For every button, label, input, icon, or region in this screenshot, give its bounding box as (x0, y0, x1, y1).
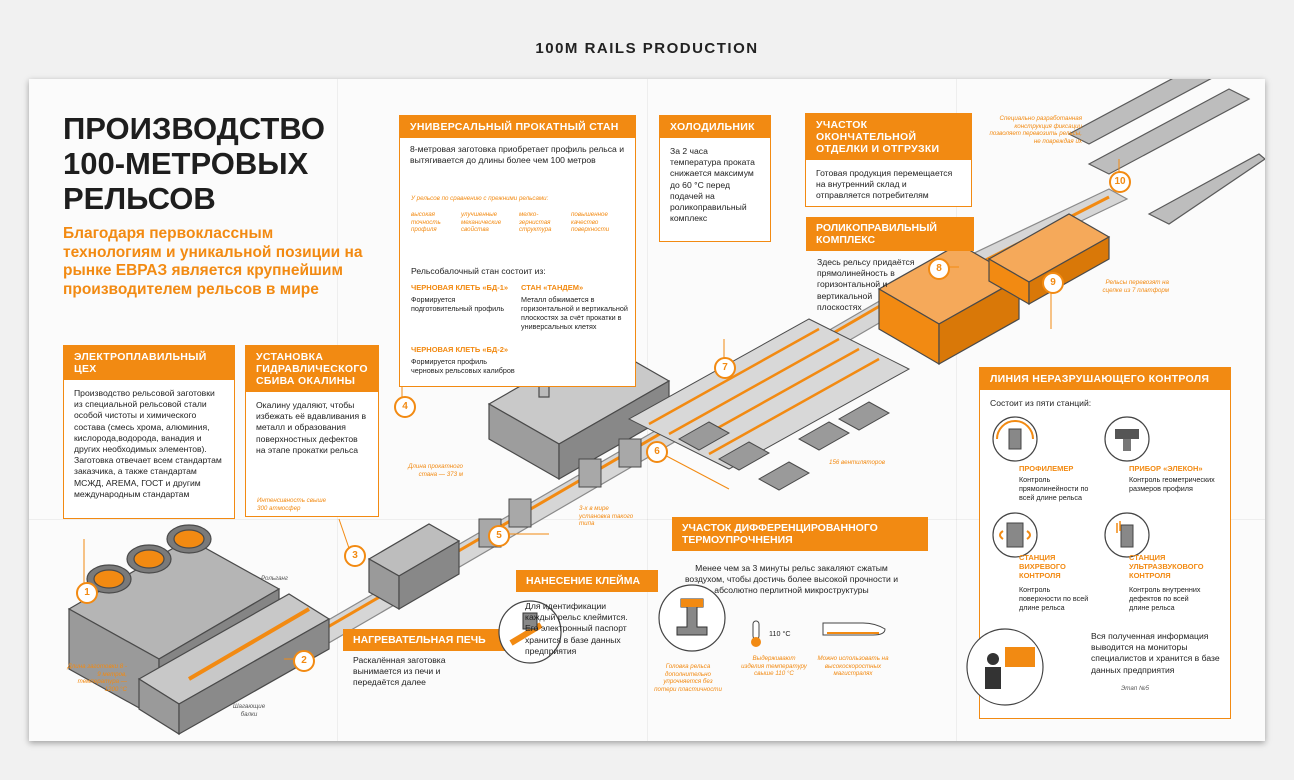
stage-marker-4: 4 (394, 396, 416, 418)
heating-furnace-title: НАГРЕВАТЕЛЬНАЯ ПЕЧЬ (343, 629, 505, 651)
fold-line (956, 79, 957, 741)
cooler-panel: ХОЛОДИЛЬНИК За 2 часа температура прокат… (659, 115, 771, 242)
universal-mill-panel: УНИВЕРСАЛЬНЫЙ ПРОКАТНЫЙ СТАН 8-метровая … (399, 115, 636, 387)
cooler-text: За 2 часа температура проката снижается … (670, 146, 755, 224)
electric-furnace-text: Производство рельсовой заготовки из спец… (74, 388, 222, 499)
high-speed-train-icon (822, 622, 886, 636)
finishing-note-bottom: Рельсы перевозят на сцепке из 7 платформ (1102, 279, 1169, 294)
stamping-text: Для идентификации каждый рельс клеймится… (525, 601, 628, 656)
stage-marker-10: 10 (1109, 171, 1131, 193)
station-text: Контроль поверхности по всей длине рельс… (1019, 585, 1089, 612)
rail-profile-icon (658, 584, 726, 652)
cooler-title: ХОЛОДИЛЬНИК (660, 116, 770, 138)
cooler-note: 156 вентиляторов (829, 459, 886, 466)
electric-furnace-title: ЭЛЕКТРОПЛАВИЛЬНЫЙ ЦЕХ (64, 346, 234, 380)
universal-mill-text: 8-метровая заготовка приобретает профиль… (410, 144, 625, 166)
stage-marker-6: 6 (646, 441, 668, 463)
improvement-item: повышенное качество поверхности (571, 211, 610, 233)
walking-beams-note: Шагающие балки (232, 703, 266, 718)
fold-line (29, 519, 1265, 520)
fans (677, 401, 891, 491)
bd2-label: ЧЕРНОВАЯ КЛЕТЬ «БД-2» (411, 345, 509, 354)
ndt-title: ЛИНИЯ НЕРАЗРУШАЮЩЕГО КОНТРОЛЯ (980, 368, 1230, 390)
operator-monitor-icon (966, 628, 1044, 706)
ndt-monitor-text: Вся полученная информация выводится на м… (1091, 631, 1220, 675)
improvement-item: высокая точность профиля (411, 211, 441, 233)
consists-label: Рельсобалочный стан состоит из: (411, 266, 546, 276)
station-label: СТАНЦИЯ ВИХРЕВОГО КОНТРОЛЯ (1019, 553, 1066, 580)
ndt-stage-note: Этап №5 (1121, 685, 1150, 692)
station-label: СТАНЦИЯ УЛЬТРАЗВУКОВОГО КОНТРОЛЯ (1129, 553, 1204, 580)
rolled-length-note: Длина прокатного стана — 373 м (408, 463, 463, 478)
heating-furnace (137, 593, 331, 736)
hardening-note-train: Можно использовать на высокоскоростных м… (817, 655, 889, 677)
station-text: Контроль прямолинейности по всей длине р… (1019, 475, 1089, 502)
rollgang-note: Рольганг (261, 575, 288, 582)
finishing-note-top: Специально разработанная конструкция фик… (989, 115, 1082, 145)
straightening-title: РОЛИКОПРАВИЛЬНЫЙ КОМПЛЕКС (806, 217, 974, 251)
bd1-label: ЧЕРНОВАЯ КЛЕТЬ «БД-1» (411, 283, 509, 292)
stage-marker-3: 3 (344, 545, 366, 567)
improvement-item: мелко-зернистая структура (519, 211, 552, 233)
hardening-note-temp: Выдерживают изделия температуру свыше 11… (741, 655, 807, 677)
station-label: ПРОФИЛЕМЕР (1019, 464, 1074, 473)
page-header: 100M RAILS PRODUCTION (535, 40, 759, 57)
improvements-label: У рельсов по сравнению с прежними рельса… (411, 195, 549, 202)
descaling-title: УСТАНОВКА ГИДРАВЛИЧЕСКОГО СБИВА ОКАЛИНЫ (246, 346, 378, 392)
stage-marker-7: 7 (714, 357, 736, 379)
stage-marker-1: 1 (76, 582, 98, 604)
hardening-title: УЧАСТОК ДИФФЕРЕНЦИРОВАННОГО ТЕРМОУПРОЧНЕ… (672, 517, 928, 551)
bd1-text: Формируется подготовительный профиль (411, 295, 505, 313)
thermometer-icon (751, 620, 761, 647)
descaling-unit (367, 523, 461, 611)
poster: 1 2 3 4 5 6 7 8 9 10 ПРОИЗВОДСТВО 100-МЕ… (29, 79, 1265, 741)
hardening-note-head: Головка рельса дополнительно упрочняется… (654, 663, 722, 693)
cooling-bed (627, 318, 911, 470)
stage-marker-9: 9 (1042, 272, 1064, 294)
billet-note: Длина заготовки 8 - 9 метров, температур… (67, 663, 127, 693)
hardening-text: Менее чем за 3 минуты рельс закаляют сжа… (684, 563, 899, 596)
improvement-item: улучшенные механические свойства (461, 211, 502, 233)
stage-marker-2: 2 (293, 650, 315, 672)
descaling-panel: УСТАНОВКА ГИДРАВЛИЧЕСКОГО СБИВА ОКАЛИНЫ … (245, 345, 379, 517)
page-title: ПРОИЗВОДСТВО 100-МЕТРОВЫХ РЕЛЬСОВ (63, 111, 326, 216)
warehouse-racks (1067, 79, 1265, 225)
tandem-label: СТАН «ТАНДЕМ» (521, 283, 584, 292)
eddy-current-icon (992, 512, 1038, 558)
ndt-intro: Состоит из пяти станций: (990, 398, 1092, 408)
stamping-icon (498, 600, 562, 664)
finishing-title: УЧАСТОК ОКОНЧАТЕЛЬНОЙ ОТДЕЛКИ И ОТГРУЗКИ (806, 114, 971, 160)
hardening-temp: 110 °С (769, 629, 791, 638)
bd2-text: Формируется профиль черновых рельсовых к… (411, 357, 515, 375)
finishing-panel: УЧАСТОК ОКОНЧАТЕЛЬНОЙ ОТДЕЛКИ И ОТГРУЗКИ… (805, 113, 972, 207)
subtitle: Благодаря первоклассным технологиям и ун… (63, 225, 363, 298)
tandem-text: Металл обжимается в горизонтальной и вер… (521, 295, 628, 331)
descaling-note: Интенсивность свыше 300 атмосфер (257, 497, 327, 512)
station-text: Контроль геометрических размеров профиля (1129, 475, 1215, 493)
descaling-text: Окалину удаляют, чтобы избежать её вдавл… (256, 400, 367, 455)
station-label: ПРИБОР «ЭЛЕКОН» (1129, 464, 1203, 473)
straightening-text: Здесь рельсу придаётся прямолинейность в… (817, 257, 915, 312)
stage-marker-8: 8 (928, 258, 950, 280)
universal-mill-title: УНИВЕРСАЛЬНЫЙ ПРОКАТНЫЙ СТАН (400, 116, 635, 138)
heating-furnace-text: Раскалённая заготовка вынимается из печи… (353, 655, 446, 688)
stamping-title: НАНЕСЕНИЕ КЛЕЙМА (516, 570, 658, 592)
stage-marker-5: 5 (488, 525, 510, 547)
ultrasound-icon (1104, 512, 1150, 558)
station-text: Контроль внутренних дефектов по всей дли… (1129, 585, 1201, 612)
electric-furnace-panel: ЭЛЕКТРОПЛАВИЛЬНЫЙ ЦЕХ Производство рельс… (63, 345, 235, 519)
finishing-text: Готовая продукция перемещается на внутре… (816, 168, 953, 201)
three-in-one-note: 3-х в мире установка такого типа (579, 505, 634, 527)
profilometer-icon (992, 416, 1038, 462)
elekon-device-icon (1104, 416, 1150, 462)
